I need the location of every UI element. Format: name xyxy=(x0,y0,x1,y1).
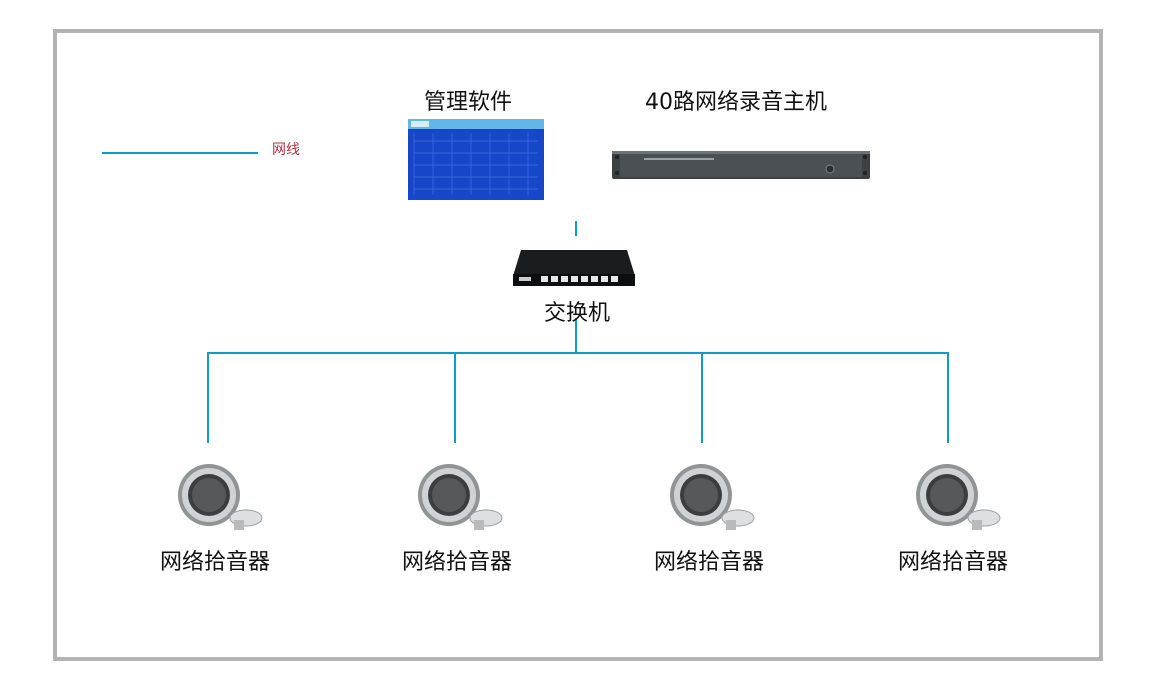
network-pickup-label-2: 网络拾音器 xyxy=(401,550,512,575)
network-pickup-label-4: 网络拾音器 xyxy=(897,550,1008,575)
network-pickup-device-1 xyxy=(178,464,263,530)
legend-label: 网线 xyxy=(272,142,300,158)
management-software-screen xyxy=(408,119,544,200)
network-pickup-label-3: 网络拾音器 xyxy=(653,550,764,575)
network-switch xyxy=(513,250,635,286)
switch-label: 交换机 xyxy=(544,301,611,326)
recorder-host-unit xyxy=(612,151,870,179)
network-pickup-device-4 xyxy=(916,464,1001,530)
network-pickup-device-2 xyxy=(418,464,503,530)
network-pickup-label-1: 网络拾音器 xyxy=(159,550,270,575)
diagram-frame xyxy=(53,29,1103,661)
management-software-label: 管理软件 xyxy=(424,90,513,115)
recorder-host-label: 40路网络录音主机 xyxy=(645,90,827,115)
network-pickup-device-3 xyxy=(670,464,755,530)
